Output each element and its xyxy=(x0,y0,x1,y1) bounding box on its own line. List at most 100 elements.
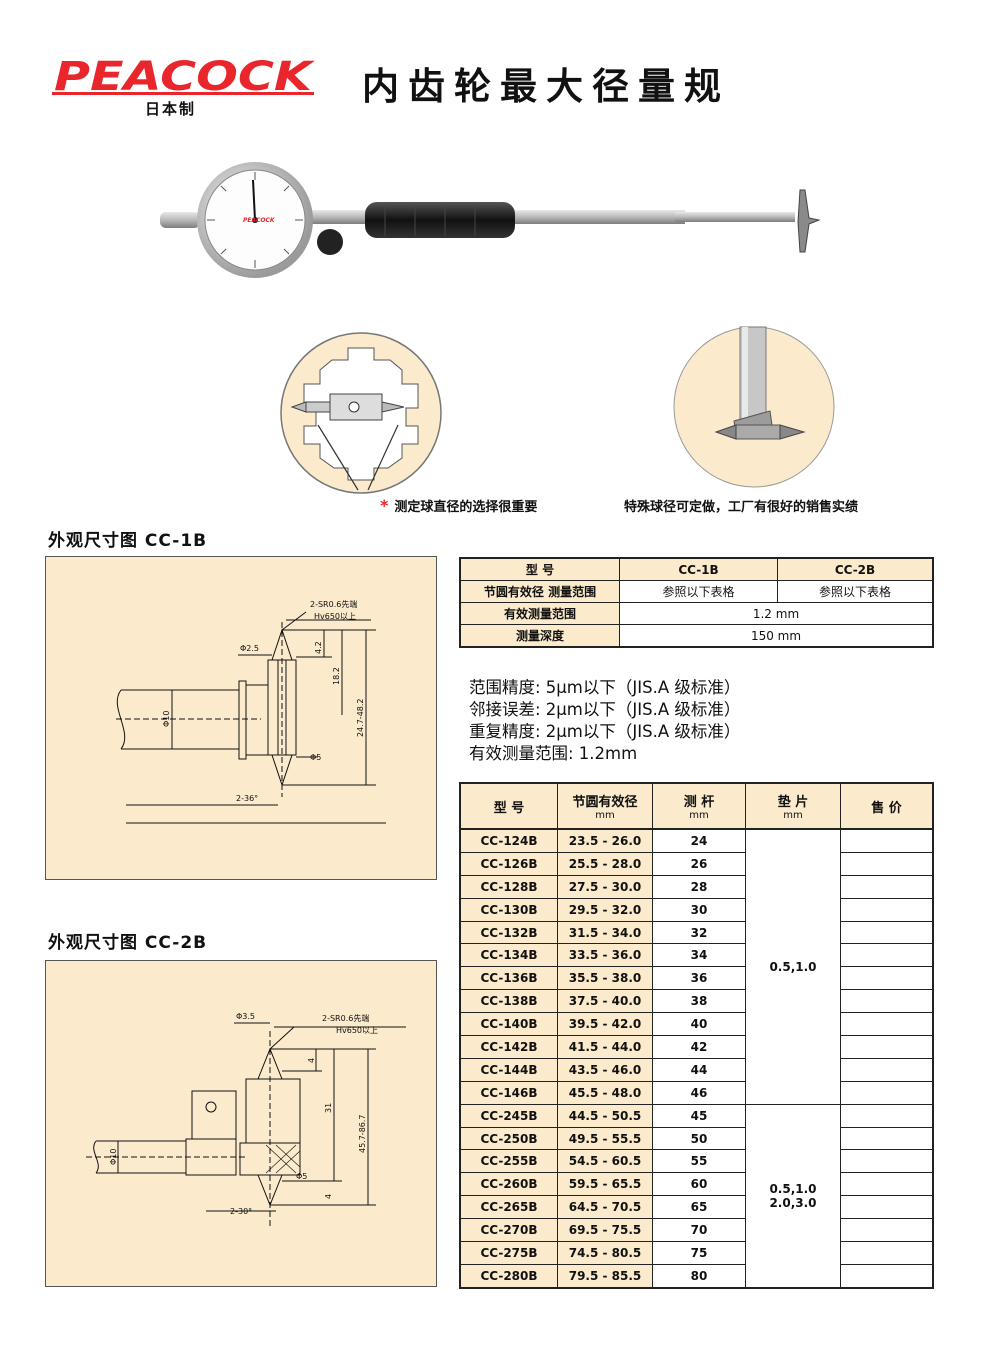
cell-price xyxy=(840,1080,934,1105)
header-shim-unit: mm xyxy=(783,810,803,821)
cell-rod: 50 xyxy=(652,1126,746,1151)
note-adjacent-error: 邻接误差: 2μm以下（JIS.A 级标准） xyxy=(469,700,741,719)
dim-range-cc1b: 24.7-48.2 xyxy=(356,698,365,737)
accuracy-notes: 范围精度: 5μm以下（JIS.A 级标准） 邻接误差: 2μm以下（JIS.A… xyxy=(469,677,740,765)
cell-rod: 28 xyxy=(652,874,746,899)
cell-rod: 26 xyxy=(652,851,746,876)
cell-model: CC-245B xyxy=(459,1103,558,1128)
cell-rod: 80 xyxy=(652,1263,746,1289)
shim-group-2-line-2: 2.0,3.0 xyxy=(769,1195,817,1210)
cell-range: 23.5 - 26.0 xyxy=(557,828,653,853)
cell-rod: 60 xyxy=(652,1172,746,1197)
cell-price xyxy=(840,1195,934,1220)
cell-range: 31.5 - 34.0 xyxy=(557,920,653,945)
cell-range: 49.5 - 55.5 xyxy=(557,1126,653,1151)
cell-price xyxy=(840,966,934,991)
cell-model: CC-132B xyxy=(459,920,558,945)
cell-rod: 40 xyxy=(652,1012,746,1037)
cell-rod: 30 xyxy=(652,897,746,922)
dim-phi5-cc2b: Φ5 xyxy=(296,1172,307,1181)
cell-rod: 24 xyxy=(652,828,746,853)
cell-range: 44.5 - 50.5 xyxy=(557,1103,653,1128)
cell-model: CC-275B xyxy=(459,1241,558,1265)
cell-price xyxy=(840,1241,934,1265)
cell-range: 37.5 - 40.0 xyxy=(557,989,653,1014)
dim-phi25: Φ2.5 xyxy=(240,644,259,653)
cell-price xyxy=(840,897,934,922)
cell-model: CC-130B xyxy=(459,897,558,922)
spec-header-cc1b: CC-1B xyxy=(619,557,778,581)
drawing-label-cc2b: 外观尺寸图 CC-2B xyxy=(48,933,208,953)
header-price: 售 价 xyxy=(840,782,934,830)
peacock-logo: PEACOCK xyxy=(52,54,316,98)
spec-label-effective: 有效测量范围 xyxy=(459,602,620,625)
header-rod-label: 测 杆 xyxy=(683,795,715,810)
cell-price xyxy=(840,943,934,968)
cell-rod: 75 xyxy=(652,1241,746,1265)
cell-range: 29.5 - 32.0 xyxy=(557,897,653,922)
cell-model: CC-140B xyxy=(459,1012,558,1037)
dim-4b: 4 xyxy=(324,1194,333,1199)
cell-model: CC-270B xyxy=(459,1218,558,1243)
dim-phi35: Φ3.5 xyxy=(236,1012,255,1021)
ann-sr-cc1b: 2-SR0.6先端 xyxy=(310,599,357,609)
caption-custom-ball: 特殊球径可定做，工厂有很好的销售实绩 xyxy=(624,500,859,515)
header-shim-label: 垫 片 xyxy=(777,795,809,810)
cell-rod: 70 xyxy=(652,1218,746,1243)
dim-phi10-cc1b: Φ10 xyxy=(162,711,171,727)
ann-hv-cc1b: Hv650以上 xyxy=(314,612,356,621)
cell-range: 35.5 - 38.0 xyxy=(557,966,653,991)
note-range-accuracy: 范围精度: 5μm以下（JIS.A 级标准） xyxy=(469,678,741,697)
page-title: 内齿轮最大径量规 xyxy=(362,65,730,108)
cell-rod: 42 xyxy=(652,1035,746,1059)
dimension-drawing-cc2b: 2-SR0.6先端 Hv650以上 Φ3.5 Φ5 2-30° Φ10 4 31… xyxy=(86,1012,406,1226)
spec-row-effective: 有效测量范围 1.2 mm xyxy=(459,602,934,625)
spec-label-range: 节圆有效径 测量范围 xyxy=(459,580,620,603)
shim-group-1-value: 0.5,1.0 xyxy=(769,959,817,974)
cell-price xyxy=(840,874,934,899)
cell-range: 69.5 - 75.5 xyxy=(557,1218,653,1243)
cell-price xyxy=(840,1035,934,1059)
cell-price xyxy=(840,989,934,1014)
caption-left-text: 测定球直径的选择很重要 xyxy=(394,500,538,515)
cell-price xyxy=(840,1263,934,1289)
svg-text:PEACOCK: PEACOCK xyxy=(243,217,276,224)
header-model-label: 型 号 xyxy=(493,800,525,816)
cell-price xyxy=(840,1126,934,1151)
cell-model: CC-136B xyxy=(459,966,558,991)
cell-range: 39.5 - 42.0 xyxy=(557,1012,653,1037)
cell-model: CC-260B xyxy=(459,1172,558,1197)
cell-rod: 36 xyxy=(652,966,746,991)
header-model: 型 号 xyxy=(459,782,558,830)
cell-range: 27.5 - 30.0 xyxy=(557,874,653,899)
cell-range: 54.5 - 60.5 xyxy=(557,1149,653,1174)
cell-model: CC-144B xyxy=(459,1057,558,1082)
dim-phi5-cc1b: Φ5 xyxy=(310,753,321,762)
cell-range: 43.5 - 46.0 xyxy=(557,1057,653,1082)
dimension-drawing-cc1b: 2-SR0.6先端 Hv650以上 Φ2.5 Φ5 2-36° Φ10 4.2 … xyxy=(116,599,386,824)
cell-model: CC-265B xyxy=(459,1195,558,1220)
cell-rod: 44 xyxy=(652,1057,746,1082)
cell-model: CC-138B xyxy=(459,989,558,1014)
spec-value-depth: 150 mm xyxy=(619,624,934,648)
spec-row-range: 节圆有效径 测量范围 参照以下表格 参照以下表格 xyxy=(459,580,934,603)
